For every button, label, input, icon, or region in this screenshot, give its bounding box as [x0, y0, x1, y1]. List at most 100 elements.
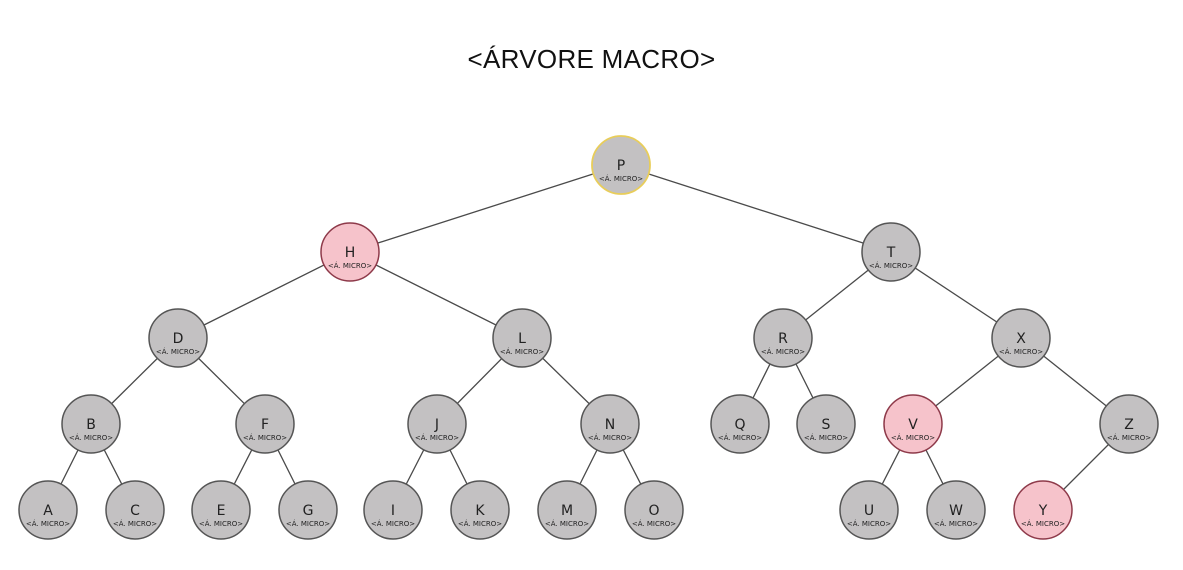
edge-h-d — [177, 251, 351, 339]
tree-edges — [47, 164, 1130, 511]
node-label: J — [434, 417, 439, 433]
node-label: Y — [1038, 503, 1048, 519]
node-sublabel: <Á. MICRO> — [113, 519, 157, 528]
node-d: D<Á. MICRO> — [148, 308, 208, 368]
node-circle — [363, 480, 423, 540]
node-sublabel: <Á. MICRO> — [869, 261, 913, 270]
node-sublabel: <Á. MICRO> — [545, 519, 589, 528]
node-sublabel: <Á. MICRO> — [588, 433, 632, 442]
node-circle — [710, 394, 770, 454]
node-k: K<Á. MICRO> — [450, 480, 510, 540]
node-circle — [191, 480, 251, 540]
node-sublabel: <Á. MICRO> — [1107, 433, 1151, 442]
node-label: N — [605, 417, 615, 433]
node-sublabel: <Á. MICRO> — [199, 519, 243, 528]
node-sublabel: <Á. MICRO> — [599, 174, 643, 183]
node-z: Z<Á. MICRO> — [1099, 394, 1159, 454]
node-label: F — [261, 417, 269, 433]
node-r: R<Á. MICRO> — [753, 308, 813, 368]
node-circle — [320, 222, 380, 282]
node-o: O<Á. MICRO> — [624, 480, 684, 540]
node-u: U<Á. MICRO> — [839, 480, 899, 540]
node-sublabel: <Á. MICRO> — [500, 347, 544, 356]
node-label: M — [561, 503, 573, 519]
node-f: F<Á. MICRO> — [235, 394, 295, 454]
node-sublabel: <Á. MICRO> — [761, 347, 805, 356]
node-sublabel: <Á. MICRO> — [632, 519, 676, 528]
node-circle — [991, 308, 1051, 368]
node-circle — [883, 394, 943, 454]
node-label: R — [778, 331, 788, 347]
node-a: A<Á. MICRO> — [18, 480, 78, 540]
node-label: L — [518, 331, 526, 347]
node-circle — [753, 308, 813, 368]
node-l: L<Á. MICRO> — [492, 308, 552, 368]
node-label: E — [217, 503, 226, 519]
node-g: G<Á. MICRO> — [278, 480, 338, 540]
node-circle — [537, 480, 597, 540]
node-label: P — [617, 158, 625, 174]
node-label: S — [822, 417, 831, 433]
node-sublabel: <Á. MICRO> — [934, 519, 978, 528]
node-x: X<Á. MICRO> — [991, 308, 1051, 368]
node-n: N<Á. MICRO> — [580, 394, 640, 454]
diagram-title: <ÁRVORE MACRO> — [467, 44, 716, 74]
node-sublabel: <Á. MICRO> — [847, 519, 891, 528]
node-sublabel: <Á. MICRO> — [371, 519, 415, 528]
node-circle — [450, 480, 510, 540]
node-p: P<Á. MICRO> — [591, 135, 651, 195]
node-label: W — [949, 503, 963, 519]
node-label: Z — [1124, 417, 1134, 433]
node-circle — [492, 308, 552, 368]
node-b: B<Á. MICRO> — [61, 394, 121, 454]
node-circle — [1099, 394, 1159, 454]
node-w: W<Á. MICRO> — [926, 480, 986, 540]
node-sublabel: <Á. MICRO> — [69, 433, 113, 442]
node-label: C — [130, 503, 140, 519]
node-circle — [926, 480, 986, 540]
node-label: D — [173, 331, 184, 347]
node-sublabel: <Á. MICRO> — [718, 433, 762, 442]
node-j: J<Á. MICRO> — [407, 394, 467, 454]
node-circle — [839, 480, 899, 540]
node-label: X — [1016, 331, 1026, 347]
node-sublabel: <Á. MICRO> — [26, 519, 70, 528]
node-circle — [235, 394, 295, 454]
node-c: C<Á. MICRO> — [105, 480, 165, 540]
tree-nodes: P<Á. MICRO>H<Á. MICRO>T<Á. MICRO>D<Á. MI… — [18, 135, 1159, 540]
node-label: O — [648, 503, 659, 519]
edge-p-h — [349, 164, 622, 253]
edge-p-t — [620, 164, 892, 253]
node-sublabel: <Á. MICRO> — [804, 433, 848, 442]
node-h: H<Á. MICRO> — [320, 222, 380, 282]
node-m: M<Á. MICRO> — [537, 480, 597, 540]
node-circle — [18, 480, 78, 540]
node-q: Q<Á. MICRO> — [710, 394, 770, 454]
node-circle — [624, 480, 684, 540]
node-label: H — [345, 245, 356, 261]
node-label: G — [303, 503, 314, 519]
node-circle — [61, 394, 121, 454]
node-i: I<Á. MICRO> — [363, 480, 423, 540]
node-label: T — [886, 245, 896, 261]
node-sublabel: <Á. MICRO> — [891, 433, 935, 442]
node-label: A — [43, 503, 53, 519]
node-circle — [861, 222, 921, 282]
node-label: V — [908, 417, 918, 433]
node-sublabel: <Á. MICRO> — [415, 433, 459, 442]
node-e: E<Á. MICRO> — [191, 480, 251, 540]
node-label: Q — [734, 417, 745, 433]
node-sublabel: <Á. MICRO> — [458, 519, 502, 528]
node-sublabel: <Á. MICRO> — [156, 347, 200, 356]
node-sublabel: <Á. MICRO> — [243, 433, 287, 442]
node-label: K — [475, 503, 485, 519]
node-circle — [796, 394, 856, 454]
node-sublabel: <Á. MICRO> — [1021, 519, 1065, 528]
node-circle — [1013, 480, 1073, 540]
node-sublabel: <Á. MICRO> — [999, 347, 1043, 356]
node-y: Y<Á. MICRO> — [1013, 480, 1073, 540]
node-circle — [278, 480, 338, 540]
node-circle — [407, 394, 467, 454]
node-circle — [591, 135, 651, 195]
